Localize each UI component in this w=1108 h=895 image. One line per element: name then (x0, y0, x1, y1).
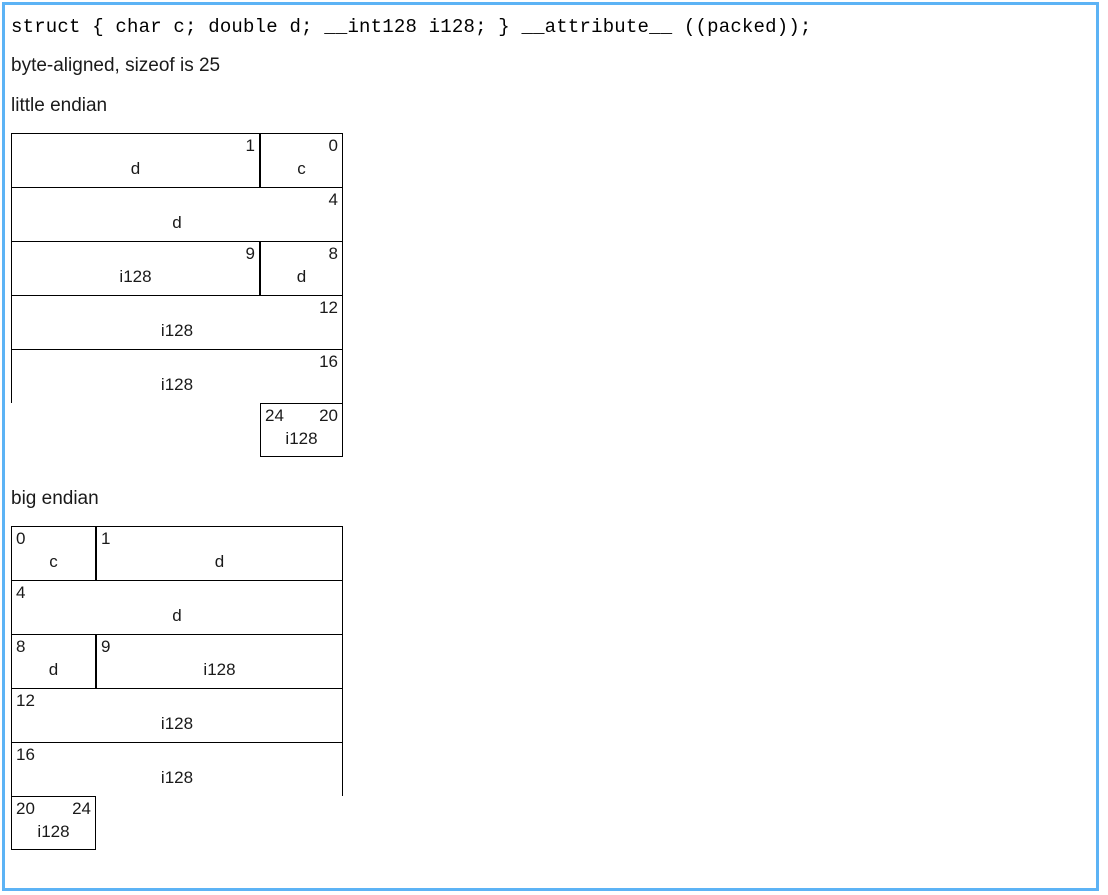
field-name-label: i128 (203, 660, 236, 679)
offset-label-left: 16 (16, 745, 35, 764)
cell-offset-labels: 4 (16, 189, 338, 211)
field-name-label: i128 (160, 321, 194, 340)
cell-offset-labels: 16 (16, 744, 338, 766)
field-name-label: d (172, 606, 182, 625)
memory-cell-i128: 12 i128 (11, 295, 343, 349)
memory-row: 16 i128 (11, 742, 343, 796)
offset-label-left: 1 (101, 529, 111, 548)
cell-offset-labels: 8 (265, 243, 338, 265)
cell-offset-labels: 1 (16, 135, 255, 157)
offset-label-right: 1 (245, 136, 255, 155)
offset-label-right: 16 (319, 352, 338, 371)
memory-cell-i128: 9 i128 (11, 241, 260, 295)
offset-label-left: 4 (16, 583, 26, 602)
offset-label-right: 20 (319, 406, 338, 425)
offset-label-left: 20 (16, 799, 35, 818)
field-name-label: i128 (119, 267, 152, 286)
cell-offset-labels: 12 (16, 690, 338, 712)
struct-declaration: struct { char c; double d; __int128 i128… (11, 16, 812, 38)
offset-label-right: 4 (328, 190, 338, 209)
cell-offset-labels: 0 (265, 135, 338, 157)
offset-label-left: 8 (16, 637, 26, 656)
sizeof-note: byte-aligned, sizeof is 25 (11, 55, 221, 76)
field-name-label: i128 (160, 375, 194, 394)
field-name-label: d (48, 660, 59, 679)
cell-offset-labels: 24 20 (265, 405, 338, 427)
memory-cell-i128: 9 i128 (96, 634, 343, 688)
memory-cell-i128: 16 i128 (11, 349, 343, 403)
field-name-label: c (297, 159, 306, 178)
cell-offset-labels: 9 (16, 243, 255, 265)
offset-label-left: 0 (16, 529, 26, 548)
little-endian-title: little endian (11, 95, 108, 116)
field-name-label: i128 (160, 714, 194, 733)
memory-row: 12 i128 (11, 688, 343, 742)
offset-label-left: 24 (265, 406, 284, 425)
offset-label-right: 24 (72, 799, 91, 818)
offset-label-left: 9 (101, 637, 111, 656)
offset-label-right: 9 (245, 244, 255, 263)
offset-label-right: 12 (319, 298, 338, 317)
field-name-label: d (214, 552, 225, 571)
big-endian-title: big endian (11, 488, 99, 509)
memory-cell-i128: 16 i128 (11, 742, 343, 796)
offset-label-left: 12 (16, 691, 35, 710)
cell-offset-labels: 12 (16, 297, 338, 319)
page-content: struct { char c; double d; __int128 i128… (5, 5, 1096, 888)
field-name-label: i128 (37, 822, 70, 841)
memory-cell-i128: 12 i128 (11, 688, 343, 742)
field-name-label: d (172, 213, 182, 232)
cell-offset-labels: 8 (16, 636, 91, 658)
field-name-label: d (296, 267, 307, 286)
cell-offset-labels: 4 (16, 582, 338, 604)
offset-label-right: 8 (328, 244, 338, 263)
cell-offset-labels: 9 (101, 636, 338, 658)
cell-offset-labels: 16 (16, 351, 338, 373)
field-name-label: i128 (160, 768, 194, 787)
field-name-label: c (49, 552, 58, 571)
field-name-label: d (130, 159, 141, 178)
offset-label-right: 0 (328, 136, 338, 155)
memory-row: 12 i128 (11, 295, 343, 349)
field-name-label: i128 (285, 429, 318, 448)
cell-offset-labels: 0 (16, 528, 91, 550)
memory-row: 16 i128 (11, 349, 343, 403)
cell-offset-labels: 1 (101, 528, 338, 550)
